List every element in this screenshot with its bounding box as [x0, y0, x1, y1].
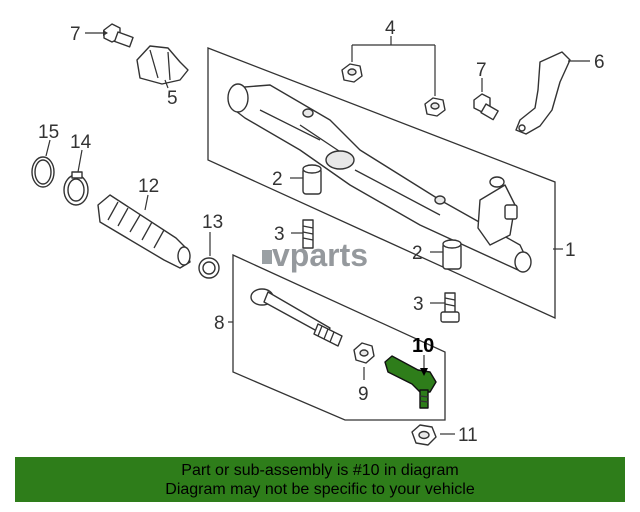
retaining-ring: [31, 156, 55, 188]
callout-6: 6: [594, 52, 605, 73]
inner-tie-rod: [250, 288, 343, 347]
callout-7-top: 7: [70, 24, 81, 45]
castle-nut: [411, 424, 437, 446]
callout-9: 9: [358, 384, 369, 405]
callout-5: 5: [167, 88, 178, 109]
boot-clamp: [198, 257, 220, 279]
bolt-right: [473, 93, 499, 121]
callout-2-lower: 2: [412, 243, 423, 264]
watermark: vparts: [262, 237, 368, 273]
callout-1: 1: [565, 240, 576, 261]
nut-left: [341, 63, 363, 83]
steering-rack: [227, 83, 532, 273]
callout-10: 10: [412, 335, 434, 357]
bracket: [136, 45, 189, 85]
bushing-upper: [302, 164, 322, 195]
heat-shield: [515, 51, 571, 135]
nut-right: [424, 97, 446, 117]
watermark-text: vparts: [272, 237, 368, 273]
bolt-lower: [440, 292, 460, 323]
rack-boot: [97, 194, 191, 269]
leader-lines: [45, 30, 590, 435]
info-banner: Part or sub-assembly is #10 in diagram D…: [15, 457, 625, 502]
banner-line-1: Part or sub-assembly is #10 in diagram: [181, 462, 459, 479]
jam-nut: [353, 342, 375, 364]
callout-4: 4: [385, 18, 396, 39]
callout-7-right: 7: [476, 60, 487, 81]
callout-3-lower: 3: [413, 294, 424, 315]
outer-tie-rod-end[interactable]: [384, 355, 437, 409]
callout-2-upper: 2: [272, 169, 283, 190]
bolt-upper: [302, 219, 314, 249]
callout-14: 14: [70, 132, 92, 153]
callout-8: 8: [214, 313, 225, 334]
callout-13: 13: [202, 212, 223, 233]
callout-11: 11: [458, 425, 478, 446]
callout-3-upper: 3: [274, 224, 285, 245]
callout-12: 12: [138, 176, 159, 197]
banner-line-2: Diagram may not be specific to your vehi…: [165, 481, 475, 498]
boot-clamp-large: [63, 171, 89, 206]
tie-rod-group-outline: [232, 253, 446, 421]
rack-group-outline: [207, 47, 556, 320]
bolt-top-left: [103, 23, 134, 48]
bushing-lower: [442, 239, 462, 270]
callout-15: 15: [38, 122, 59, 143]
